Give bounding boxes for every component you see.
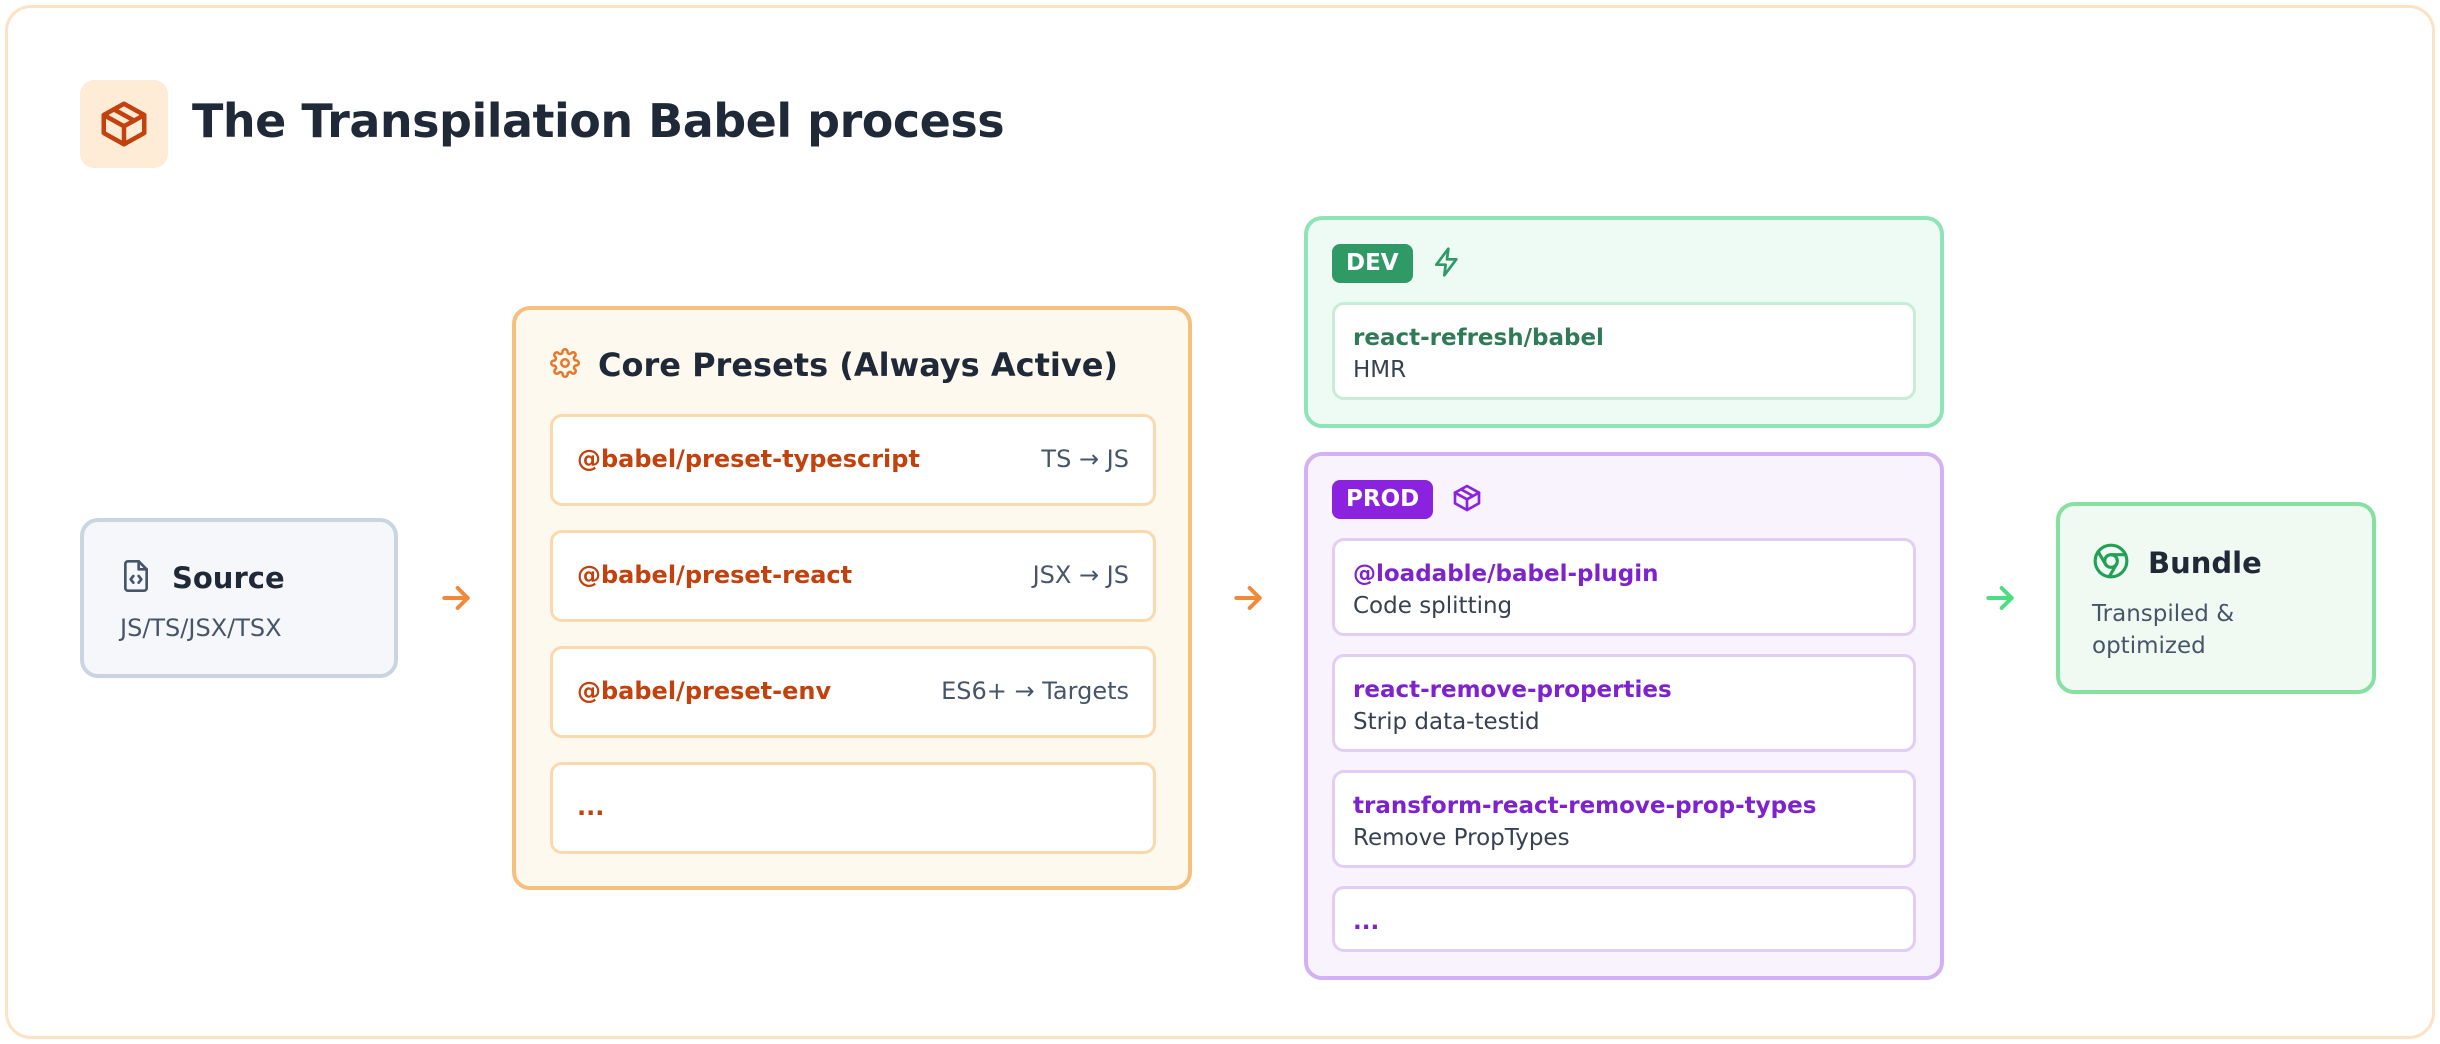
dev-plugins-group: DEV react-refresh/babel HMR bbox=[1304, 216, 1944, 428]
prod-badge: PROD bbox=[1332, 480, 1434, 519]
package-icon bbox=[1451, 482, 1483, 518]
preset-card: @babel/preset-typescript TS → JS bbox=[550, 414, 1156, 506]
plugin-name: react-refresh/babel bbox=[1353, 325, 1604, 351]
dev-badge: DEV bbox=[1332, 244, 1413, 283]
code-file-icon bbox=[120, 558, 152, 598]
bundle-header: Bundle bbox=[2092, 542, 2262, 584]
core-presets-header: Core Presets (Always Active) bbox=[550, 346, 1118, 384]
plugin-name: transform-react-remove-prop-types bbox=[1353, 793, 1817, 819]
prod-header: PROD bbox=[1332, 480, 1483, 519]
core-presets-label: Core Presets (Always Active) bbox=[598, 346, 1119, 384]
plugin-name: @loadable/babel-plugin bbox=[1353, 561, 1659, 587]
preset-name: @babel/preset-react bbox=[577, 561, 853, 589]
arrow-right-icon bbox=[442, 586, 470, 610]
preset-name: @babel/preset-typescript bbox=[577, 445, 920, 473]
preset-name: ... bbox=[577, 793, 605, 821]
source-subtitle: JS/TS/JSX/TSX bbox=[120, 614, 282, 642]
preset-transform: JSX → JS bbox=[1032, 561, 1129, 589]
preset-card: @babel/preset-react JSX → JS bbox=[550, 530, 1156, 622]
plugin-card: transform-react-remove-prop-types Remove… bbox=[1332, 770, 1916, 868]
plugin-desc: HMR bbox=[1353, 357, 1407, 383]
preset-transform: TS → JS bbox=[1041, 445, 1129, 473]
plugin-desc: Code splitting bbox=[1353, 593, 1513, 619]
plugin-name: react-remove-properties bbox=[1353, 677, 1672, 703]
lightning-icon bbox=[1431, 246, 1463, 282]
arrow-right-icon bbox=[1234, 586, 1262, 610]
preset-card: ... bbox=[550, 762, 1156, 854]
plugin-card: ... bbox=[1332, 886, 1916, 952]
plugin-card: react-remove-properties Strip data-testi… bbox=[1332, 654, 1916, 752]
arrow-right-icon bbox=[1986, 586, 2014, 610]
bundle-node: Bundle Transpiled & optimized bbox=[2056, 502, 2376, 694]
preset-card: @babel/preset-env ES6+ → Targets bbox=[550, 646, 1156, 738]
core-presets-group: Core Presets (Always Active) @babel/pres… bbox=[512, 306, 1192, 890]
gear-icon bbox=[550, 348, 580, 382]
plugin-desc: Strip data-testid bbox=[1353, 709, 1540, 735]
plugin-card: @loadable/babel-plugin Code splitting bbox=[1332, 538, 1916, 636]
bundle-label: Bundle bbox=[2148, 546, 2262, 580]
chrome-icon bbox=[2092, 542, 2130, 584]
source-header: Source bbox=[120, 558, 285, 598]
preset-transform: ES6+ → Targets bbox=[941, 677, 1129, 705]
preset-name: @babel/preset-env bbox=[577, 677, 832, 705]
plugin-name: ... bbox=[1353, 909, 1380, 935]
plugin-card: react-refresh/babel HMR bbox=[1332, 302, 1916, 400]
source-label: Source bbox=[172, 561, 285, 595]
prod-plugins-group: PROD @loadable/babel-plugin Code splitti… bbox=[1304, 452, 1944, 980]
dev-header: DEV bbox=[1332, 244, 1463, 283]
plugin-desc: Remove PropTypes bbox=[1353, 825, 1570, 851]
diagram-frame: The Transpilation Babel process Source J… bbox=[5, 5, 2435, 1039]
page-title: The Transpilation Babel process bbox=[192, 94, 1005, 148]
package-icon bbox=[80, 80, 168, 168]
bundle-subtitle: Transpiled & optimized bbox=[2092, 601, 2235, 659]
source-node: Source JS/TS/JSX/TSX bbox=[80, 518, 398, 678]
